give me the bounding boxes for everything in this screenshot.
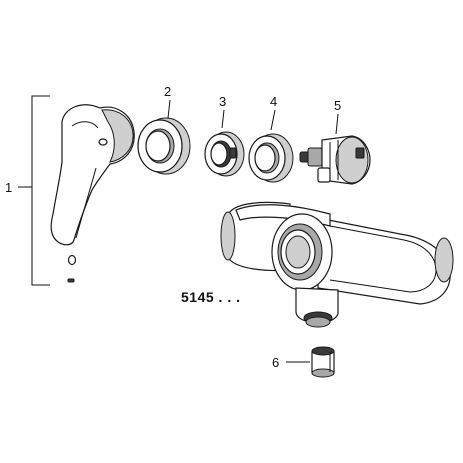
callout-6: 6 bbox=[272, 355, 279, 370]
part-5-leader-line bbox=[335, 113, 339, 135]
callout-1: 1 bbox=[5, 180, 12, 195]
callout-2: 2 bbox=[164, 84, 171, 99]
model-number: 5145 . . . bbox=[181, 289, 240, 305]
part-4-leader-line bbox=[270, 109, 276, 131]
part-5-cartridge: 5 bbox=[299, 98, 371, 185]
part-2-cover-cap: 2 bbox=[137, 84, 191, 175]
lever-handle bbox=[50, 104, 135, 246]
part-1-lever-handle-group: 1 bbox=[5, 95, 135, 286]
part-3-leader-line bbox=[221, 109, 225, 129]
handle-screw bbox=[67, 278, 75, 283]
part-4-ring: 4 bbox=[248, 94, 294, 183]
part-6-sleeve: 6 bbox=[272, 346, 335, 378]
part-2-leader-line bbox=[167, 99, 171, 119]
callout-5: 5 bbox=[334, 98, 341, 113]
callout-4: 4 bbox=[270, 94, 277, 109]
callout-3: 3 bbox=[219, 94, 226, 109]
part-1-bracket bbox=[31, 95, 50, 286]
mixer-body bbox=[220, 201, 454, 328]
handle-screw-cap bbox=[67, 254, 77, 266]
part-3-retaining-nut: 3 bbox=[204, 94, 245, 177]
